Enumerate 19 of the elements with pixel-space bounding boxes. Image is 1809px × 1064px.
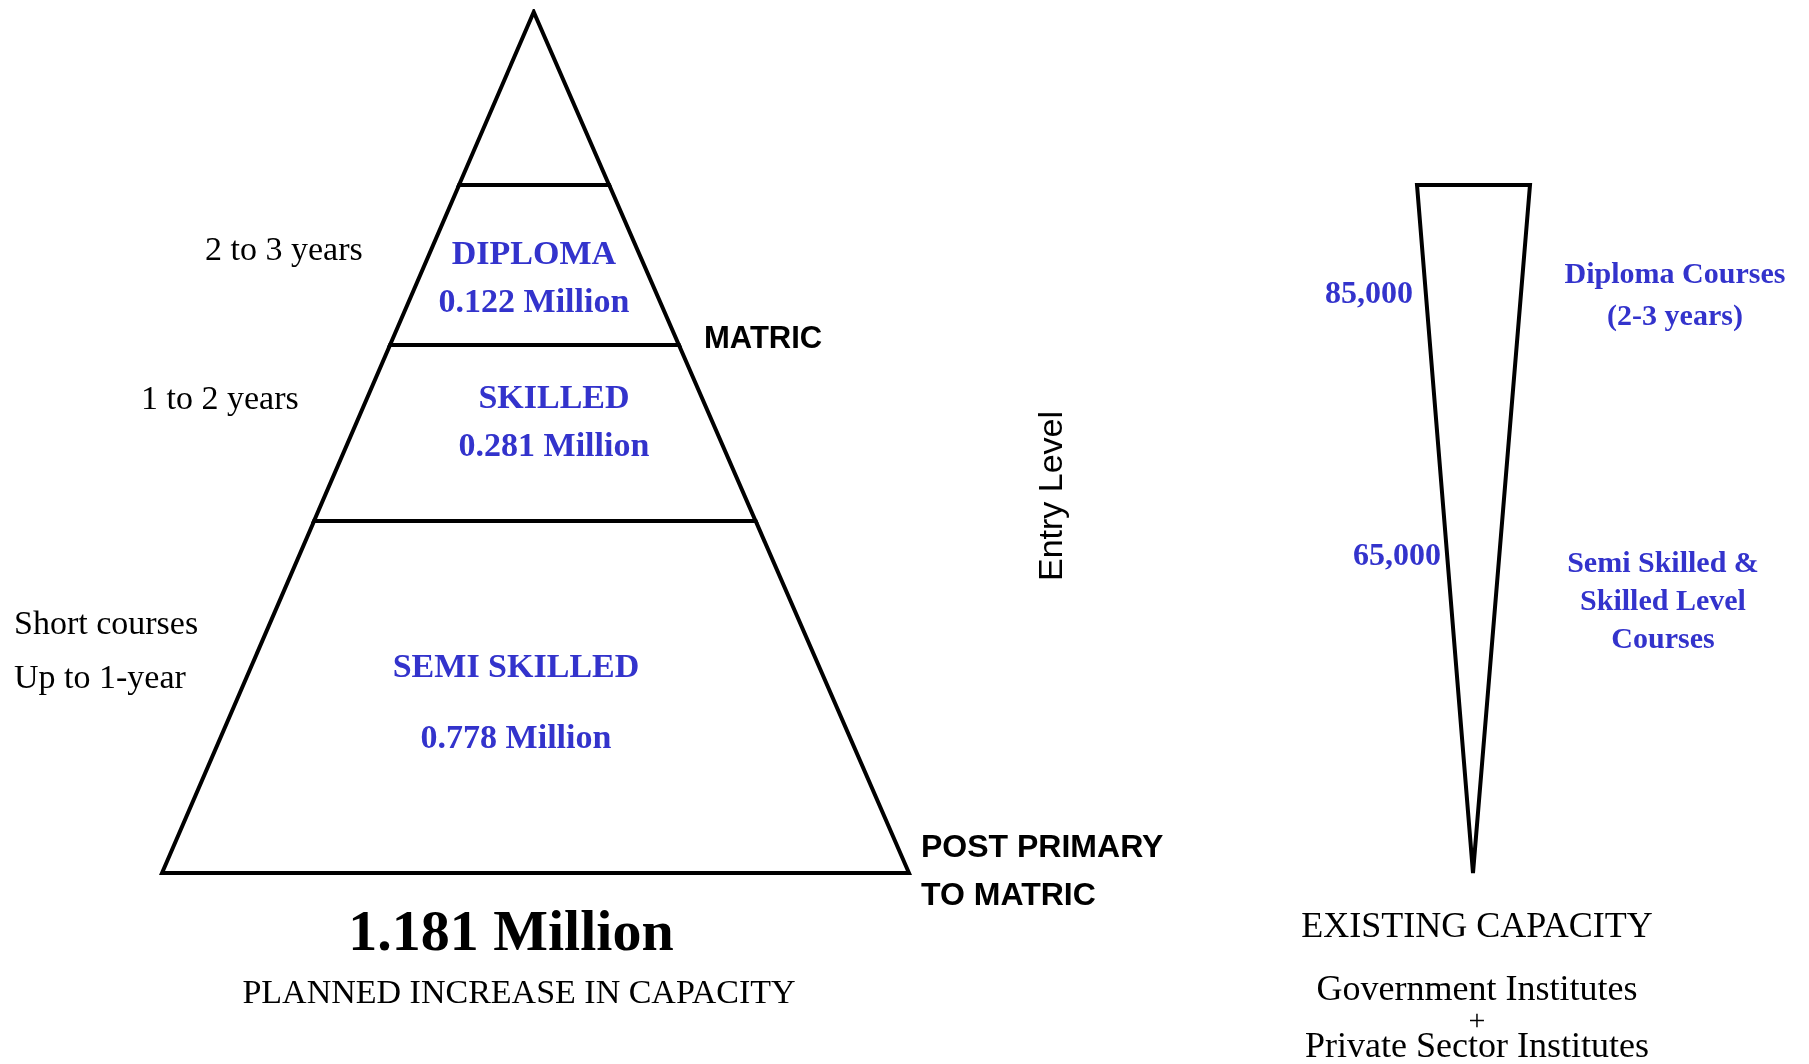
course-label: Diploma Courses (2-3 years) <box>1563 255 1787 333</box>
duration-label: 1 to 2 years <box>141 379 299 417</box>
level-label: MATRIC <box>704 320 823 356</box>
capacity-value: 65,000 <box>1353 535 1441 573</box>
total-value: 1.181 Million <box>348 896 674 964</box>
caption: PLANNED INCREASE IN CAPACITY <box>242 973 796 1011</box>
tier-value: 0.281 Million <box>458 426 650 464</box>
tier-value: 0.122 Million <box>438 282 630 320</box>
heading: EXISTING CAPACITY <box>1301 904 1653 946</box>
tier-name: DIPLOMA <box>451 234 617 272</box>
duration-label: Short courses Up to 1-year <box>14 602 200 697</box>
tier-value: 0.778 Million <box>420 718 612 756</box>
capacity-value: 85,000 <box>1325 273 1413 311</box>
course-label: Semi Skilled & Skilled Level Courses <box>1566 543 1760 657</box>
tier-name: SKILLED <box>478 378 630 416</box>
tier-name: SEMI SKILLED <box>392 647 640 685</box>
level-label: POST PRIMARY TO MATRIC <box>921 827 1164 914</box>
duration-label: 2 to 3 years <box>205 230 363 268</box>
axis-label: Entry Level <box>1030 410 1070 582</box>
